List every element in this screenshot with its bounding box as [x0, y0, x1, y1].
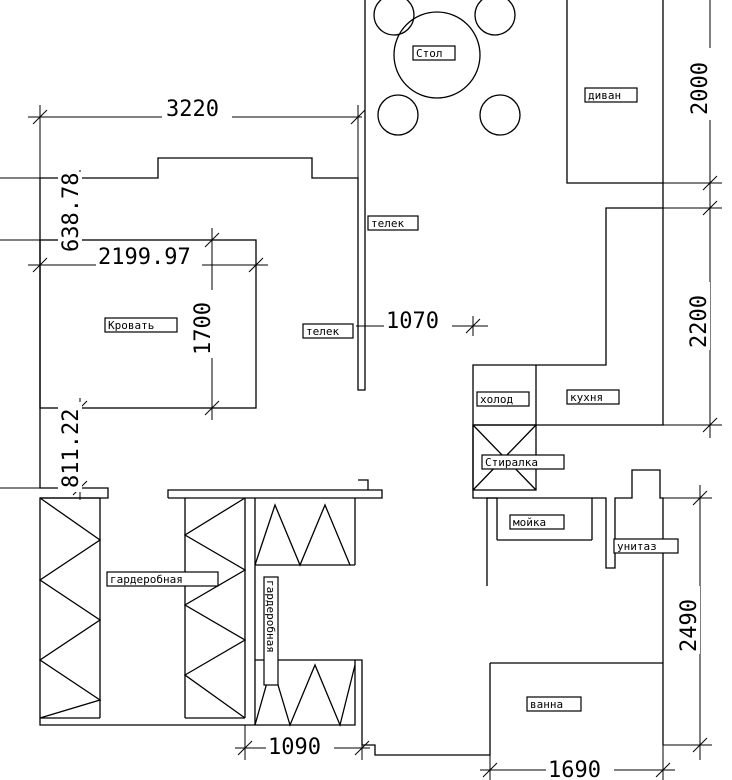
- label-washer: Стиралка: [485, 456, 538, 469]
- top-right-wall: [566, 0, 664, 184]
- label-bed: Кровать: [108, 319, 154, 332]
- bedroom-wall: [39, 0, 366, 408]
- bath-side: [362, 663, 491, 756]
- dim-1690: 1690: [548, 758, 601, 780]
- label-bath: ванна: [530, 698, 563, 711]
- table-circle: [393, 11, 481, 99]
- dim-2199-97: 2199.97: [98, 245, 191, 270]
- dim-2490: 2490: [677, 599, 702, 652]
- walls: [38, 0, 664, 756]
- kitchen-inner: [535, 208, 664, 426]
- chair-bottom-right: [479, 94, 521, 136]
- dim-2000: 2000: [688, 62, 713, 115]
- label-kitchen: кухня: [570, 391, 603, 404]
- kitchen-wall: [472, 183, 664, 499]
- label-table: Стол: [416, 47, 443, 60]
- labels: Стол диван телек телек Кровать холод кух…: [104, 45, 679, 712]
- bathroom-wall: [486, 469, 664, 745]
- dim-1090: 1090: [268, 735, 321, 760]
- label-wardrobe-2: гардеробная: [264, 580, 277, 653]
- label-fridge: холод: [480, 393, 513, 406]
- label-sofa: диван: [588, 89, 621, 102]
- chair-top-right: [474, 0, 516, 36]
- dim-1070: 1070: [386, 309, 439, 334]
- label-sink: мойка: [513, 516, 546, 529]
- chair-top-left: [373, 0, 415, 36]
- dim-638-78: 638.78: [59, 173, 84, 252]
- dining-table: [373, 0, 521, 136]
- label-tv-1: телек: [371, 217, 404, 230]
- label-toilet: унитаз: [617, 540, 657, 553]
- closet-zigzag-mid: [183, 497, 247, 719]
- label-wardrobe-1: гардеробная: [110, 573, 183, 586]
- dimension-texts: 3220 2000 638.78 2199.97 1700 1070 2200 …: [58, 48, 713, 780]
- dim-2200: 2200: [687, 295, 712, 348]
- closet-zigzag-left: [38, 497, 102, 719]
- dim-3220: 3220: [166, 97, 219, 122]
- chair-bottom-left: [377, 94, 419, 136]
- dim-811-22: 811.22: [59, 409, 84, 488]
- bed: [39, 239, 257, 409]
- closet-zigzag-top: [254, 503, 351, 567]
- label-tv-2: телек: [306, 325, 339, 338]
- dim-1700: 1700: [191, 302, 216, 355]
